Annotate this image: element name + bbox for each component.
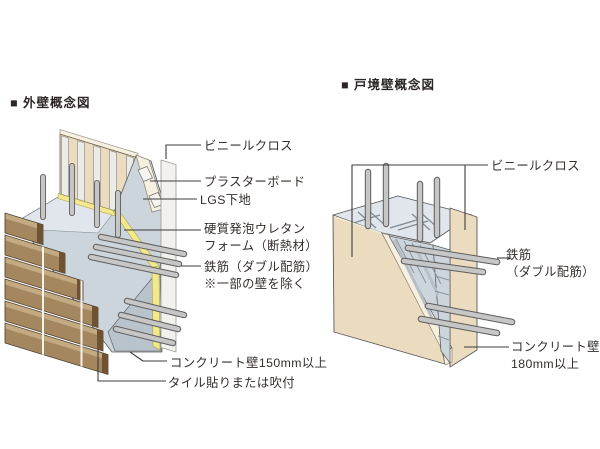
label-plasterboard: プラスターボード [204,175,306,189]
horizontal-rebars [87,233,188,347]
leader-vinyl-bracket [351,164,488,257]
left-diagram-title: ■ 外壁概念図 [10,96,91,110]
vertical-rebars [40,163,121,238]
label-rebar-double-right: 鉄筋 （ダブル配筋） [506,248,595,279]
label-vinyl-cloth: ビニールクロス [204,139,293,153]
concrete-end-section [432,244,451,364]
leader-concrete [129,351,167,362]
vinyl-cloth-panel [160,159,177,353]
label-concrete-wall: コンクリート壁150mm以上 [170,356,328,370]
horizontal-rebars [400,244,516,337]
label-vinyl-cloth-right: ビニールクロス [491,159,580,173]
tile-side-faces [37,222,108,375]
partition-wall-illustration [332,162,516,368]
vertical-rebars [364,162,441,243]
tile-top-faces [5,213,108,360]
exterior-wall-illustration [4,129,201,382]
leader-lines-left [97,144,201,382]
tile-rows [4,212,109,375]
label-rebar-double: 鉄筋（ダブル配筋） ※一部の壁を除く [204,260,319,291]
right-diagram-title: ■ 戸境壁概念図 [341,78,436,92]
leader-lines-right [351,164,510,348]
leader-vinyl [165,144,201,159]
tile-gaps [42,246,83,367]
label-tile-finish: タイル貼りまたは吹付 [168,376,295,390]
label-lgs-base: LGS下地 [200,193,252,207]
label-concrete-wall-right: コンクリート壁 180mm以上 [511,340,600,371]
far-vinyl-panel [449,207,478,368]
label-urethane-foam: 硬質発泡ウレタン フォーム（断熱材） [204,222,318,253]
leader-tile [97,349,166,382]
